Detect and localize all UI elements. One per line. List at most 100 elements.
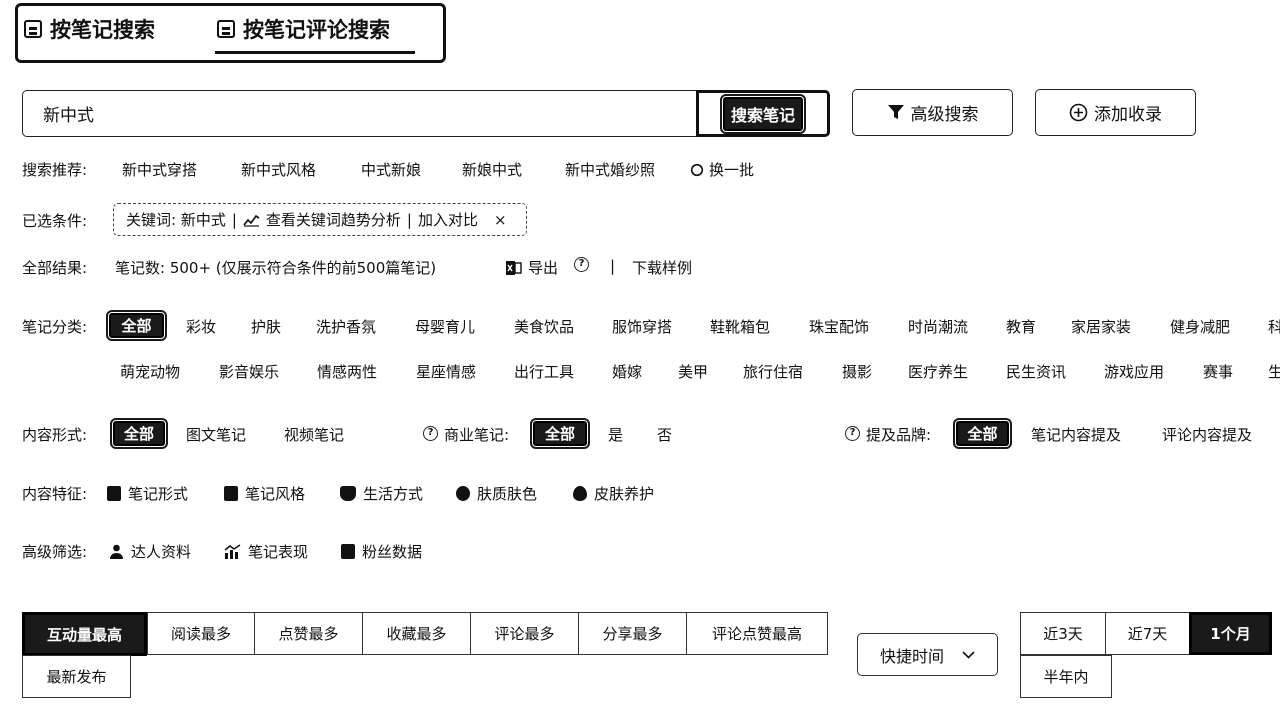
advanced-filter-label: 高级筛选:	[22, 543, 88, 561]
category-item[interactable]: 美食饮品	[514, 318, 575, 336]
feature-skin-type[interactable]: 肤质肤色	[456, 483, 537, 504]
sort-most-likes[interactable]: 点赞最多	[254, 612, 363, 655]
category-item[interactable]: 家居家装	[1071, 318, 1132, 336]
category-item[interactable]: 出行工具	[514, 363, 575, 381]
feature-label: 笔记形式	[128, 485, 189, 503]
category-item[interactable]: 健身减肥	[1170, 318, 1231, 336]
format-item[interactable]: 视频笔记	[284, 426, 345, 444]
recommend-item[interactable]: 中式新娘	[361, 161, 422, 179]
tab-search-by-note[interactable]: 按笔记搜索	[24, 14, 155, 44]
close-icon[interactable]: ×	[493, 210, 507, 229]
help-icon[interactable]: ?	[574, 257, 589, 272]
feature-label: 皮肤养护	[594, 485, 655, 503]
category-item[interactable]: 民生资讯	[1006, 363, 1067, 381]
download-sample-link[interactable]: 下载样例	[632, 259, 693, 277]
filter-icon	[887, 105, 904, 119]
sort-label: 点赞最多	[278, 625, 339, 643]
sort-most-comment-likes[interactable]: 评论点赞最高	[686, 612, 828, 655]
category-item[interactable]: 旅行住宿	[743, 363, 804, 381]
help-icon[interactable]: ?	[845, 426, 860, 441]
category-item[interactable]: 医疗养生	[908, 363, 969, 381]
category-item[interactable]: 星座情感	[416, 363, 477, 381]
category-all-selected[interactable]: 全部	[106, 310, 167, 341]
category-item[interactable]: 服饰穿搭	[612, 318, 673, 336]
category-item[interactable]: 彩妆	[186, 318, 217, 336]
category-item[interactable]: 萌宠动物	[120, 363, 181, 381]
category-item[interactable]: 时尚潮流	[908, 318, 969, 336]
time-label: 1个月	[1210, 625, 1251, 643]
time-7-days[interactable]: 近7天	[1105, 612, 1190, 655]
category-item[interactable]: 影音娱乐	[219, 363, 280, 381]
fan-data-icon	[341, 544, 355, 559]
recommend-label: 搜索推荐:	[22, 161, 88, 179]
sort-label: 收藏最多	[386, 625, 447, 643]
features-label: 内容特征:	[22, 485, 88, 503]
recommend-item[interactable]: 新中式穿搭	[122, 161, 198, 179]
format-item[interactable]: 图文笔记	[186, 426, 247, 444]
feature-lifestyle[interactable]: 生活方式	[340, 483, 423, 504]
time-label: 近7天	[1127, 625, 1168, 643]
feature-note-format[interactable]: 笔记形式	[107, 483, 188, 504]
add-collection-button[interactable]: 添加收录	[1035, 89, 1196, 136]
time-3-days[interactable]: 近3天	[1020, 612, 1106, 655]
category-item[interactable]: 洗护香氛	[316, 318, 377, 336]
category-item[interactable]: 生	[1268, 363, 1280, 381]
recommend-item[interactable]: 新中式婚纱照	[565, 161, 656, 179]
sort-newest[interactable]: 最新发布	[22, 655, 131, 698]
export-button[interactable]: 导出	[505, 257, 558, 278]
category-item[interactable]: 美甲	[678, 363, 709, 381]
skin-icon	[456, 486, 470, 501]
help-icon[interactable]: ?	[423, 426, 438, 441]
trend-chart-icon	[243, 214, 260, 227]
brand-item[interactable]: 笔记内容提及	[1031, 426, 1122, 444]
feature-note-style[interactable]: 笔记风格	[224, 483, 305, 504]
refresh-recommend-button[interactable]: 换一批	[690, 159, 754, 180]
category-label: 笔记分类:	[22, 318, 88, 336]
condition-keyword: 关键词: 新中式	[126, 211, 226, 229]
trend-analysis-link[interactable]: 查看关键词趋势分析	[265, 211, 401, 229]
category-item[interactable]: 教育	[1006, 318, 1037, 336]
category-item[interactable]: 珠宝配饰	[809, 318, 870, 336]
sort-most-interaction[interactable]: 互动量最高	[22, 612, 147, 656]
sort-most-read[interactable]: 阅读最多	[147, 612, 255, 655]
category-item[interactable]: 科	[1268, 318, 1280, 336]
tab-search-by-comment[interactable]: 按笔记评论搜索	[217, 14, 390, 44]
brand-all-selected[interactable]: 全部	[953, 418, 1012, 449]
recommend-item[interactable]: 新中式风格	[241, 161, 317, 179]
category-item[interactable]: 母婴育儿	[415, 318, 476, 336]
commercial-no[interactable]: 否	[657, 426, 673, 444]
advanced-search-button[interactable]: 高级搜索	[852, 89, 1013, 136]
filter-note-performance[interactable]: 笔记表现	[224, 541, 308, 562]
commercial-yes[interactable]: 是	[608, 426, 624, 444]
category-item[interactable]: 鞋靴箱包	[710, 318, 771, 336]
sort-most-shares[interactable]: 分享最多	[578, 612, 687, 655]
note-icon	[24, 20, 42, 38]
category-item[interactable]: 婚嫁	[612, 363, 643, 381]
filter-creator-profile[interactable]: 达人资料	[109, 541, 191, 562]
brand-item[interactable]: 评论内容提及	[1162, 426, 1253, 444]
time-1-month[interactable]: 1个月	[1189, 612, 1272, 655]
sort-label: 最新发布	[46, 668, 107, 686]
add-compare-link[interactable]: 加入对比	[417, 211, 478, 229]
sort-most-saves[interactable]: 收藏最多	[362, 612, 471, 655]
format-all-selected[interactable]: 全部	[110, 418, 168, 449]
feature-skincare[interactable]: 皮肤养护	[573, 483, 654, 504]
time-label: 近3天	[1043, 625, 1083, 643]
search-input[interactable]: 新中式	[22, 90, 698, 137]
category-item[interactable]: 摄影	[842, 363, 873, 381]
category-item[interactable]: 情感两性	[317, 363, 378, 381]
filter-fan-data[interactable]: 粉丝数据	[341, 541, 422, 562]
sort-most-comments[interactable]: 评论最多	[470, 612, 579, 655]
recommend-item[interactable]: 新娘中式	[462, 161, 523, 179]
commercial-all-selected[interactable]: 全部	[530, 418, 590, 449]
filter-label: 粉丝数据	[362, 543, 423, 561]
list-icon	[107, 486, 121, 501]
category-item[interactable]: 游戏应用	[1104, 363, 1165, 381]
search-notes-button[interactable]: 搜索笔记	[696, 90, 830, 137]
category-item[interactable]: 护肤	[251, 318, 282, 336]
time-half-year[interactable]: 半年内	[1020, 655, 1112, 698]
divider: |	[231, 210, 237, 229]
category-item[interactable]: 赛事	[1203, 363, 1234, 381]
quick-time-dropdown[interactable]: 快捷时间	[857, 633, 998, 676]
results-label: 全部结果:	[22, 259, 88, 277]
